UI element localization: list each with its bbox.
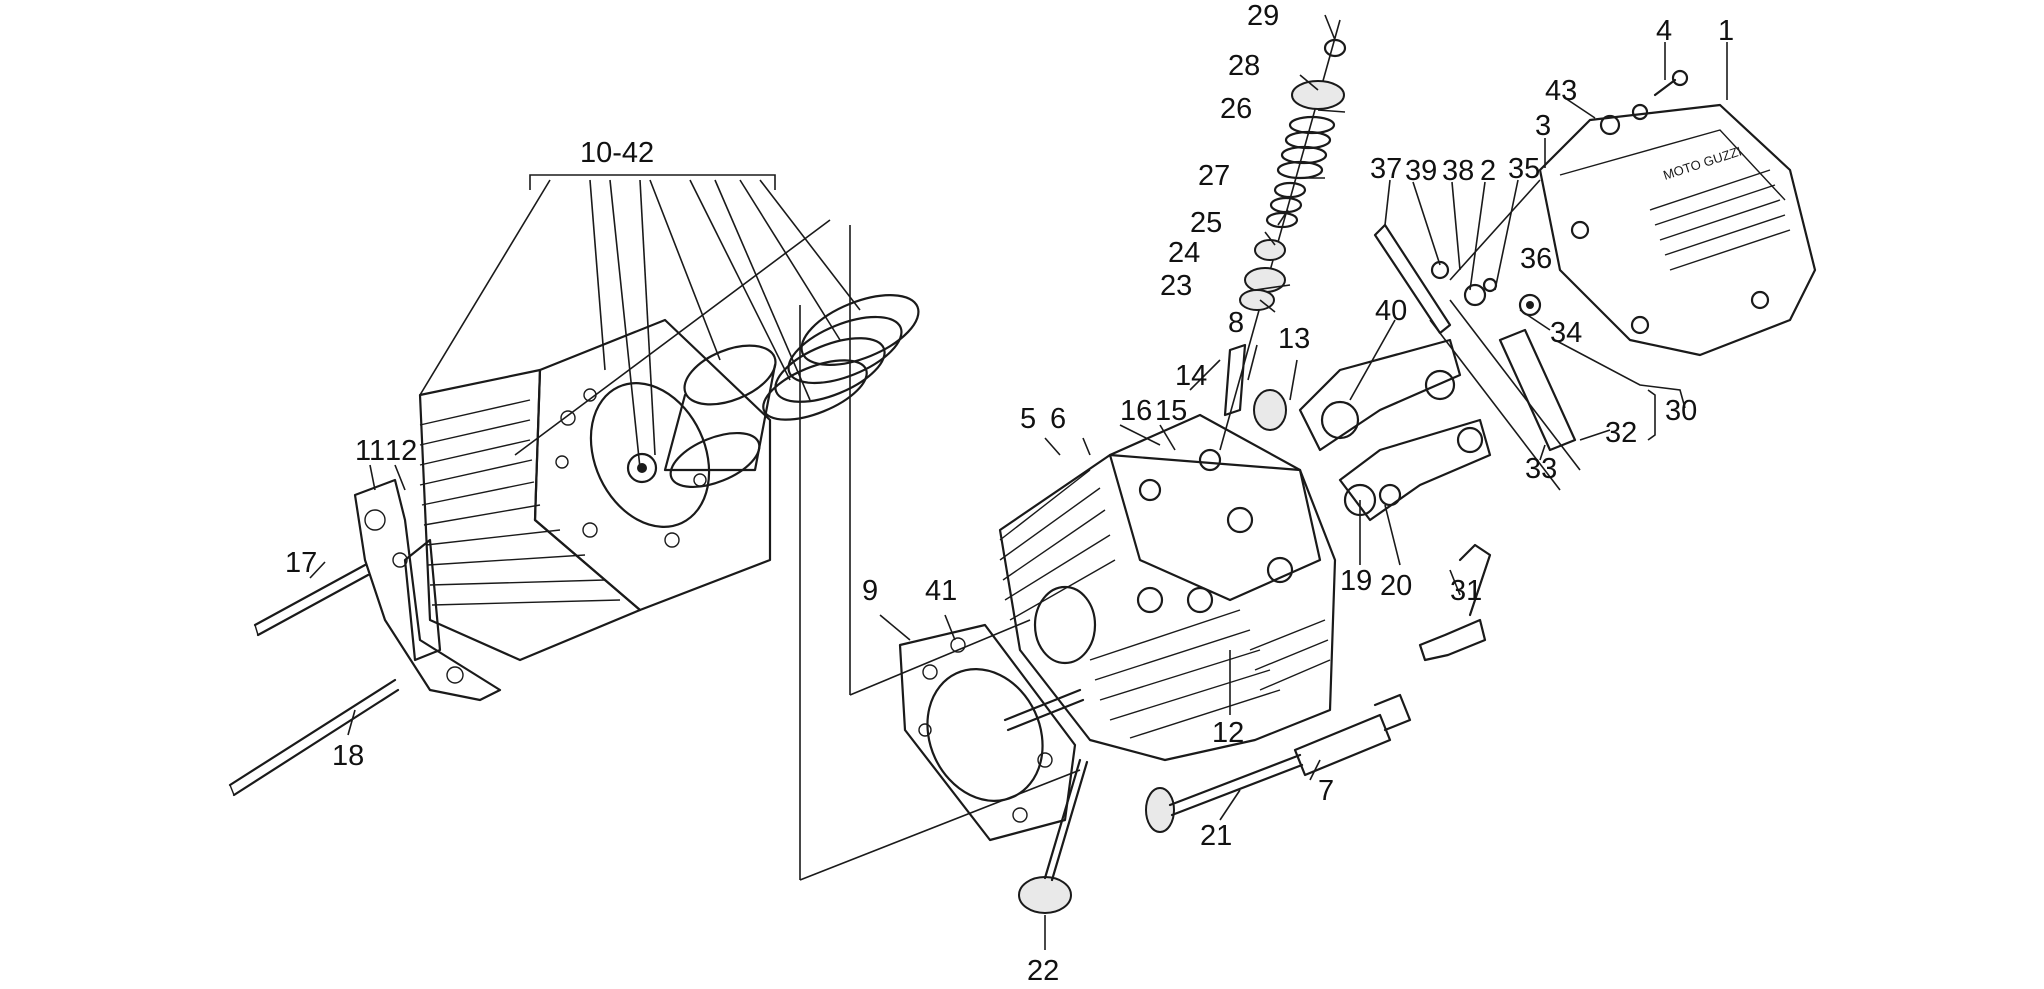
label-16: 16 [1120,395,1152,427]
bracket-31 [1418,543,1492,662]
label-41: 41 [925,575,957,607]
cover-gasket-line-2 [1449,179,1541,281]
label-27: 27 [1198,160,1230,192]
label-34: 34 [1550,317,1582,349]
small-parts-34-36 [1430,260,1542,317]
label-13: 13 [1278,323,1310,355]
head-gasket [898,623,1077,842]
cover-ribs [1649,169,1791,271]
label-7: 7 [1318,775,1334,807]
label-22: 22 [1027,955,1059,987]
pushrod-37 [1373,223,1452,335]
cover-bolt-4 [1653,69,1689,97]
stud-18 [228,678,400,797]
rocker-arm-upper [1298,338,1462,452]
label-15: 15 [1155,395,1187,427]
valve-spring-stack [1219,19,1347,451]
label-1: 1 [1718,15,1734,47]
label-40: 40 [1375,295,1407,327]
piston [626,344,777,489]
label-17: 17 [285,547,317,579]
exhaust-valve-22 [1018,758,1089,914]
label-2: 2 [1480,155,1496,187]
barrel-fins [419,399,621,606]
head-fins [999,469,1331,739]
label-12-head: 12 [1212,717,1244,749]
label-26: 26 [1220,93,1252,125]
label-23: 23 [1160,270,1192,302]
stud-17 [253,563,370,637]
label-24: 24 [1168,237,1200,269]
rocker-arm-lower [1338,418,1492,522]
rocker-shaft-32 [1498,328,1577,452]
piston-rings [762,294,920,421]
label-8: 8 [1228,307,1244,339]
bracket-30 [1647,389,1656,441]
part-labels: 1 4 43 3 37 39 38 2 35 36 34 30 32 33 40… [285,0,1734,987]
label-32: 32 [1605,417,1637,449]
label-6: 6 [1050,403,1066,435]
label-28: 28 [1228,50,1260,82]
cylinder-head [998,413,1337,762]
assembly-line-e [849,619,1031,696]
label-25: 25 [1190,207,1222,239]
label-11: 11 [355,435,385,467]
label-33: 33 [1525,453,1557,485]
label-14: 14 [1175,360,1207,392]
rocker-support-33 [1429,299,1581,491]
label-43: 43 [1545,75,1577,107]
intake-valve-21 [1145,753,1304,833]
label-12-base: 12 [385,435,417,467]
valve-guide-7 [1293,693,1412,777]
label-37: 37 [1370,153,1402,185]
label-31: 31 [1450,575,1482,607]
base-gasket [353,478,502,702]
label-18: 18 [332,740,364,772]
label-38: 38 [1442,155,1474,187]
label-30: 30 [1665,395,1697,427]
cylinder-barrel [403,318,772,662]
label-9: 9 [862,575,878,607]
label-19: 19 [1340,565,1372,597]
label-21: 21 [1200,820,1232,852]
label-35: 35 [1508,153,1540,185]
label-3: 3 [1535,110,1551,142]
label-10-42: 10-42 [580,137,654,169]
assembly-line-c [514,219,831,456]
label-20: 20 [1380,570,1412,602]
label-5: 5 [1020,403,1036,435]
valve-spring-27 [1265,181,1307,229]
cover-brand-text: MOTO GUZZI [1661,143,1743,182]
leader-lines [309,14,1728,950]
valve-spring-26 [1276,115,1336,180]
label-4: 4 [1656,15,1672,47]
label-39: 39 [1405,155,1437,187]
label-29: 29 [1247,0,1279,32]
group-bracket-10-42 [419,174,861,469]
label-36: 36 [1520,243,1552,275]
assembly-line-d [799,769,1081,881]
